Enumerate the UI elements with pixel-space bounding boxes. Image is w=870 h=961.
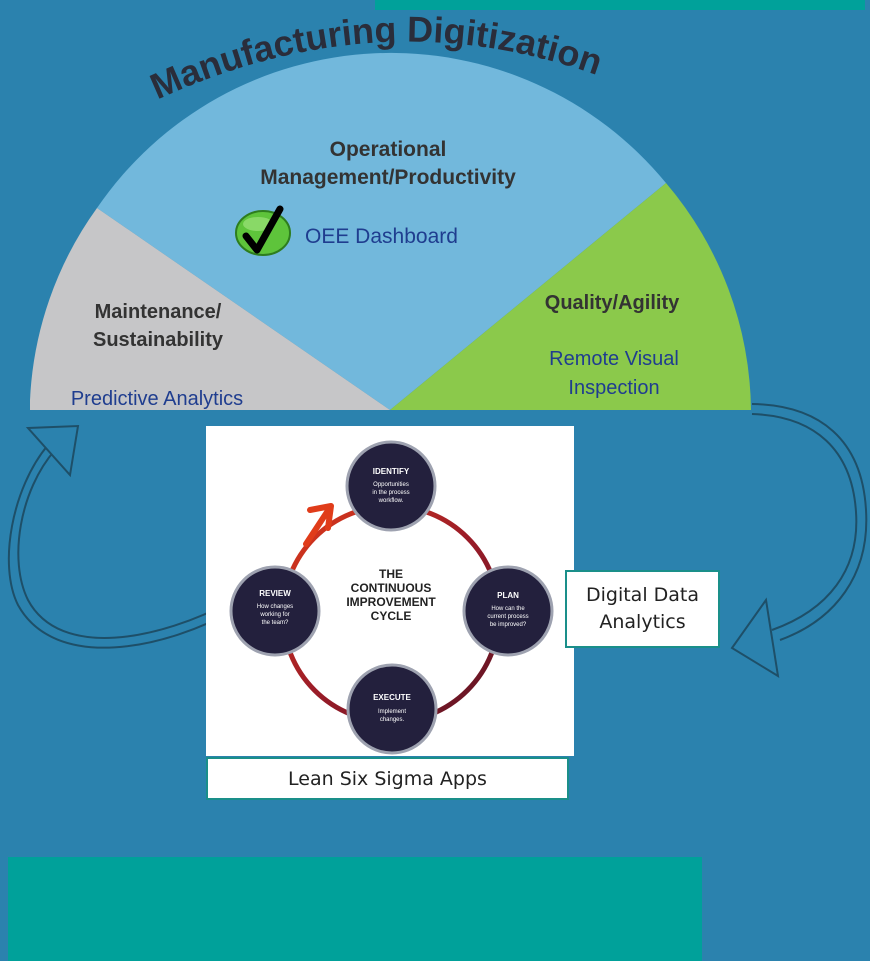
cycle-arrow-head: [303, 503, 334, 547]
step-identify-line3: workflow.: [378, 498, 404, 504]
bottom-teal-band: [8, 857, 702, 961]
digital-data-line1: Digital Data: [585, 584, 700, 606]
maintenance-title-line2: Sustainability: [93, 329, 224, 351]
oee-dashboard-label: OEE Dashboard: [305, 225, 458, 248]
step-plan-line3: be improved?: [490, 622, 527, 628]
step-review-line1: How changes: [257, 604, 293, 610]
check-icon: [235, 205, 291, 256]
caption-text: Lean Six Sigma Apps: [288, 767, 487, 790]
step-plan-line1: How can the: [491, 606, 525, 612]
step-execute-line2: changes.: [380, 717, 405, 723]
cycle-center-line1: THE: [379, 567, 403, 581]
quality-item-line1: Remote Visual: [549, 348, 679, 370]
cycle-center-line2: CONTINUOUS: [351, 581, 432, 595]
step-execute-title: EXECUTE: [373, 693, 411, 702]
right-loop-arrow: [730, 403, 868, 678]
step-review-title: REVIEW: [259, 589, 291, 598]
digital-data-line2: Analytics: [599, 611, 686, 633]
step-review-line3: the team?: [262, 620, 289, 626]
segment-maintenance: [30, 208, 390, 410]
maintenance-title-line1: Maintenance/: [95, 301, 222, 323]
segment-quality: [390, 183, 751, 410]
quality-item-line2: Inspection: [568, 377, 659, 399]
step-plan: PLAN How can the current process be impr…: [462, 565, 554, 657]
predictive-analytics-label: Predictive Analytics: [71, 388, 243, 410]
step-identify-line2: in the process: [372, 490, 409, 496]
step-plan-title: PLAN: [497, 591, 519, 600]
digital-data-analytics-box: Digital Data Analytics: [565, 570, 720, 648]
improvement-cycle-card: THE CONTINUOUS IMPROVEMENT CYCLE IDENTIF…: [206, 426, 574, 756]
step-identify-title: IDENTIFY: [373, 467, 410, 476]
operational-title-line2: Management/Productivity: [260, 166, 516, 189]
top-teal-bar: [375, 0, 865, 10]
lean-six-sigma-caption: Lean Six Sigma Apps: [206, 757, 569, 800]
step-identify: IDENTIFY Opportunities in the process wo…: [345, 440, 437, 532]
step-review: REVIEW How changes working for the team?: [229, 565, 321, 657]
step-execute: EXECUTE Implement changes.: [346, 663, 438, 755]
cycle-center-line4: CYCLE: [371, 609, 412, 623]
step-review-line2: working for: [259, 612, 289, 618]
quality-title: Quality/Agility: [545, 292, 680, 314]
cycle-center-line3: IMPROVEMENT: [346, 595, 436, 609]
operational-title-line1: Operational: [330, 138, 447, 161]
step-execute-line1: Implement: [378, 709, 406, 715]
segment-operational: [97, 52, 666, 410]
step-plan-line2: current process: [487, 614, 528, 620]
left-loop-arrow: [7, 424, 239, 649]
step-identify-line1: Opportunities: [373, 482, 409, 488]
improvement-cycle-graphic: THE CONTINUOUS IMPROVEMENT CYCLE IDENTIF…: [229, 440, 554, 755]
